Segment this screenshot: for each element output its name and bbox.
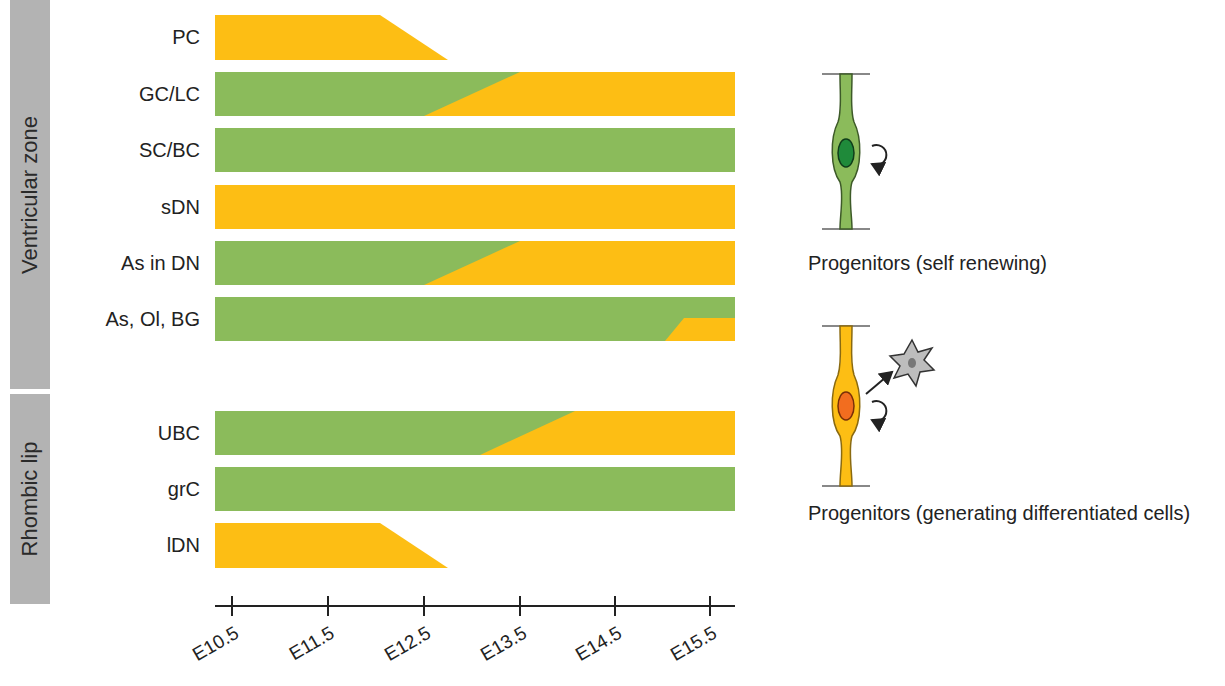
row-label: UBC [158,422,200,445]
row-label: grC [168,478,200,501]
differentiating-cell [822,326,934,486]
region-band: Ventricular zone [10,0,50,389]
row-label: lDN [167,534,200,557]
tick-label: E13.5 [477,622,531,666]
row-label: PC [172,26,200,49]
legend-text: Progenitors (generating differentiated c… [808,500,1213,526]
row-label: GC/LC [139,83,200,106]
band-label: Ventricular zone [17,116,43,274]
legend-text: Progenitors (self renewing) [808,250,1048,276]
tick-label: E14.5 [572,622,626,666]
band-label: Rhombic lip [17,442,43,557]
region-band: Rhombic lip [10,394,50,604]
tick-label: E10.5 [189,622,243,666]
bars [215,15,735,568]
row-label: As, Ol, BG [106,308,200,331]
row-label: SC/BC [139,139,200,162]
tick-label: E11.5 [286,622,339,665]
row-label: As in DN [121,252,200,275]
time-axis [215,596,735,616]
tick-label: E15.5 [667,622,721,666]
tick-label: E12.5 [381,622,435,666]
self-renewing-cell [822,74,886,229]
row-label: sDN [161,196,200,219]
